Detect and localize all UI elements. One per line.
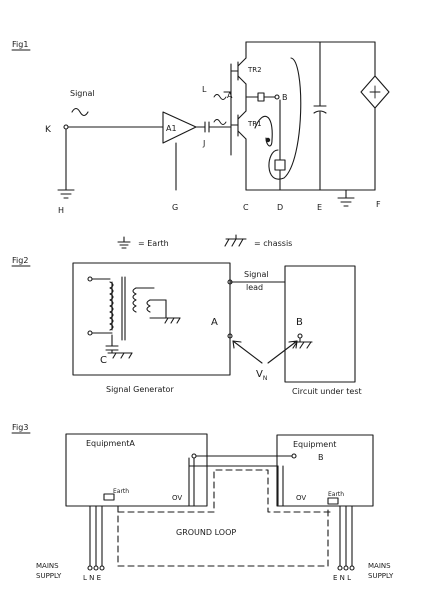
equipment-a-box — [65, 433, 208, 507]
tr1-label: TR1 — [247, 120, 262, 128]
circuit-under-test-box — [284, 265, 356, 383]
signal-wave-icon — [71, 107, 89, 117]
mains-left-label: MAINS SUPPLY — [36, 562, 62, 580]
fig1-label: Fig1 — [12, 40, 28, 49]
earth-b-label: Earth — [328, 491, 344, 498]
vn-label: VN — [256, 369, 267, 382]
circuit-under-test-caption: Circuit under test — [292, 387, 362, 396]
fig1-schematic: Fig1 Signal K H A1 J G L A — [11, 40, 390, 215]
ground-loop-path — [117, 505, 329, 567]
signal-generator-box — [72, 262, 231, 376]
tr2-label: TR2 — [247, 66, 262, 74]
lne-label: L N E — [83, 574, 101, 582]
signal-label: Signal — [70, 89, 95, 98]
vn-subscript: N — [263, 375, 268, 382]
transformer-icon — [87, 276, 181, 341]
equipment-a-label: EquipmentA — [86, 439, 135, 448]
terminal-b-node — [297, 333, 303, 339]
terminal-b-fig2: B — [296, 317, 303, 328]
resistor-icon — [274, 159, 286, 171]
transistor-tr2-icon — [230, 41, 247, 85]
terminal-c-fig2: C — [100, 355, 107, 366]
terminal-a-node — [227, 333, 233, 339]
wave-icon-upper — [213, 94, 227, 100]
earth-symbol-icon — [57, 189, 75, 199]
earth-symbol-icon-rail — [337, 189, 355, 207]
amplifier-a1-label: A1 — [166, 124, 177, 133]
legend-earth: = Earth — [138, 239, 169, 248]
terminal-j: J — [202, 139, 205, 148]
terminal-l: L — [202, 85, 207, 94]
terminal-a: A — [227, 91, 233, 100]
ground-loop-inner — [117, 469, 331, 513]
symbol-legend: = Earth = chassis — [117, 234, 292, 249]
fig3-schematic: Fig3 EquipmentA Equipment B OV OV Earth … — [11, 423, 394, 582]
vn-arrows — [232, 340, 298, 364]
loop-trace-tr2 — [268, 57, 302, 180]
fig2-label: Fig2 — [12, 256, 28, 265]
terminal-b: B — [282, 93, 288, 102]
fig3-label: Fig3 — [12, 423, 28, 432]
earth-legend-icon — [117, 236, 131, 249]
equipment-b-label: Equipment B — [293, 440, 339, 462]
mains-right-label: MAINS SUPPLY — [368, 562, 394, 580]
ov-b-label: OV — [296, 494, 306, 502]
terminal-k: K — [45, 125, 52, 135]
fig2-schematic: Fig2 C — [11, 256, 362, 396]
capacitor-block-icon — [257, 92, 265, 102]
signal-generator-caption: Signal Generator — [106, 385, 174, 394]
loop-trace-tr1 — [254, 115, 273, 147]
earth-b-terminal — [327, 497, 339, 505]
earth-a-label: Earth — [113, 488, 129, 495]
chassis-legend-icon — [224, 234, 247, 247]
terminal-d: D — [277, 203, 283, 212]
terminal-e: E — [317, 203, 322, 212]
terminal-c: C — [243, 203, 249, 212]
earth-a-terminal — [103, 493, 115, 501]
wave-icon-lower — [213, 119, 227, 125]
amplifier-a1-icon — [162, 111, 197, 144]
junction-dot — [265, 137, 271, 143]
ov-a-label: OV — [172, 494, 182, 502]
signal-lead-label: Signal lead — [244, 270, 271, 292]
terminal-f: F — [376, 200, 381, 209]
terminal-k-node — [63, 124, 69, 130]
ground-loop-label: GROUND LOOP — [176, 528, 236, 537]
terminal-h: H — [58, 206, 64, 215]
transistor-tr1-icon — [230, 110, 247, 140]
equipment-b-box — [276, 434, 374, 507]
enl-label: E N L — [333, 574, 351, 582]
legend-chassis: = chassis — [254, 239, 292, 248]
capacitor-c-icon — [105, 334, 133, 359]
terminal-a-fig2: A — [211, 317, 218, 328]
terminal-g: G — [172, 203, 178, 212]
